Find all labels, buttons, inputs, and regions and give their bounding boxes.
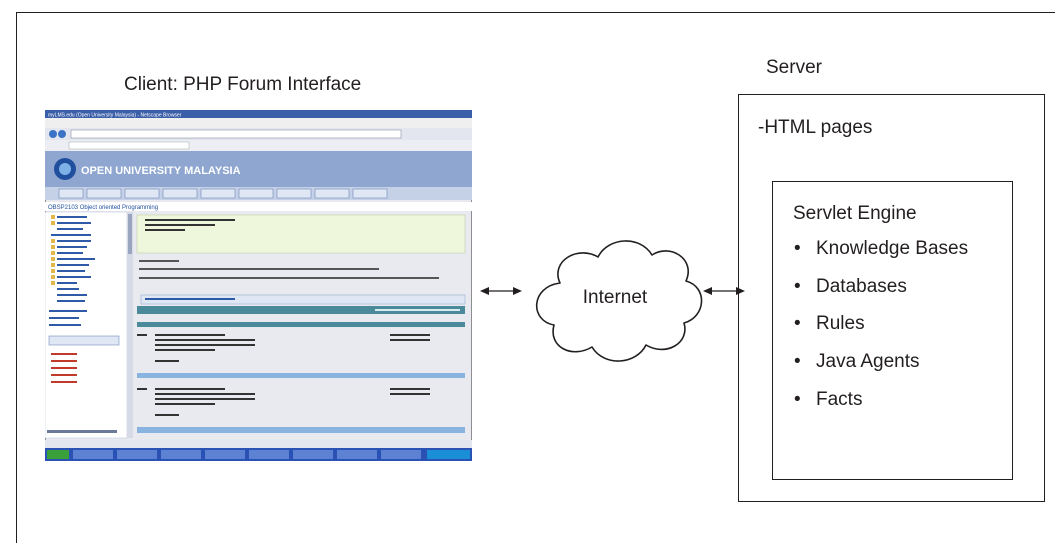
bullet-icon: • <box>794 313 801 335</box>
screenshot-window-title: myLMS.edu (Open University Malaysia) - N… <box>48 113 182 119</box>
bullet-icon: • <box>794 275 801 297</box>
engine-item-facts: Facts <box>816 388 863 410</box>
forum-screenshot: myLMS.edu (Open University Malaysia) - N… <box>45 110 472 461</box>
bullet-icon: • <box>794 388 801 410</box>
list-item: • Facts <box>794 389 968 427</box>
engine-item-java-agents: Java Agents <box>816 351 920 373</box>
servlet-engine-title: Servlet Engine <box>793 203 917 224</box>
list-item: • Knowledge Bases <box>794 238 968 276</box>
server-box <box>738 94 1045 502</box>
screenshot-banner: OPEN UNIVERSITY MALAYSIA <box>81 165 241 177</box>
engine-item-databases: Databases <box>816 275 907 297</box>
internet-label: Internet <box>583 287 648 308</box>
servlet-engine-list: • Knowledge Bases • Databases • Rules • Java… <box>794 238 968 426</box>
html-pages-label: -HTML pages <box>758 117 873 138</box>
servlet-engine-box <box>772 181 1013 480</box>
engine-item-rules: Rules <box>816 313 865 335</box>
bullet-icon: • <box>794 238 801 259</box>
diagram-frame <box>16 12 1055 543</box>
list-item: • Java Agents <box>794 351 968 389</box>
screenshot-course-title: OBSP2103 Object oriented Programming <box>48 205 158 211</box>
client-internet-arrow <box>480 287 522 295</box>
internet-cloud: Internet <box>535 240 703 362</box>
list-item: • Databases <box>794 276 968 314</box>
engine-item-knowledge-bases: Knowledge Bases <box>816 238 969 259</box>
server-title: Server <box>766 57 822 78</box>
client-title: Client: PHP Forum Interface <box>124 74 362 95</box>
bullet-icon: • <box>794 351 801 373</box>
list-item: • Rules <box>794 313 968 351</box>
